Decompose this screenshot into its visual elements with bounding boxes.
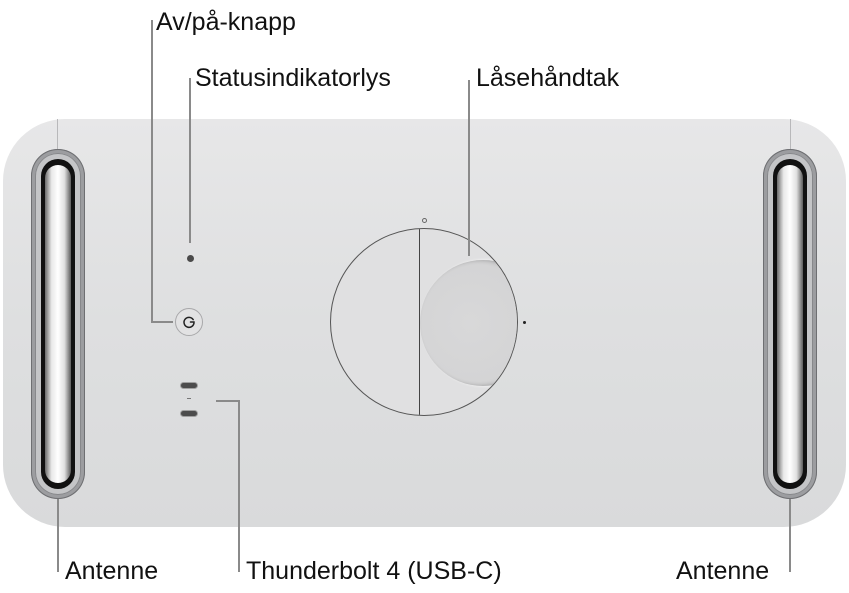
thunderbolt-port-1[interactable] (181, 383, 197, 388)
leader-line-antenna-left (57, 499, 59, 572)
label-status-indicator: Statusindikatorlys (195, 64, 391, 92)
label-thunderbolt: Thunderbolt 4 (USB-C) (246, 557, 502, 585)
left-seam (57, 119, 58, 153)
leader-line-power (151, 20, 153, 323)
thunderbolt-port-2[interactable] (181, 411, 197, 416)
label-antenna-left: Antenne (65, 557, 159, 585)
label-lock-handle: Låsehåndtak (476, 64, 620, 92)
power-icon (183, 316, 195, 329)
lock-handle[interactable] (330, 228, 518, 416)
leader-line-power-h (151, 321, 173, 323)
leader-line-thunderbolt (238, 400, 240, 572)
unlocked-indicator-icon (422, 218, 427, 223)
power-button[interactable] (175, 308, 203, 336)
leader-line-thunderbolt-h (216, 400, 240, 402)
lock-handle-grip (420, 260, 517, 386)
locked-indicator-icon (523, 321, 526, 324)
leader-line-lock (468, 80, 470, 256)
leader-line-antenna-right (789, 499, 791, 572)
leader-line-status (189, 78, 191, 243)
right-handle-antenna (763, 149, 817, 499)
thunderbolt-icon (187, 398, 191, 399)
status-indicator-light (187, 255, 194, 262)
right-seam (790, 119, 791, 153)
left-handle-antenna (31, 149, 85, 499)
label-antenna-right: Antenne (676, 557, 770, 585)
label-power-button: Av/på-knapp (156, 8, 296, 36)
